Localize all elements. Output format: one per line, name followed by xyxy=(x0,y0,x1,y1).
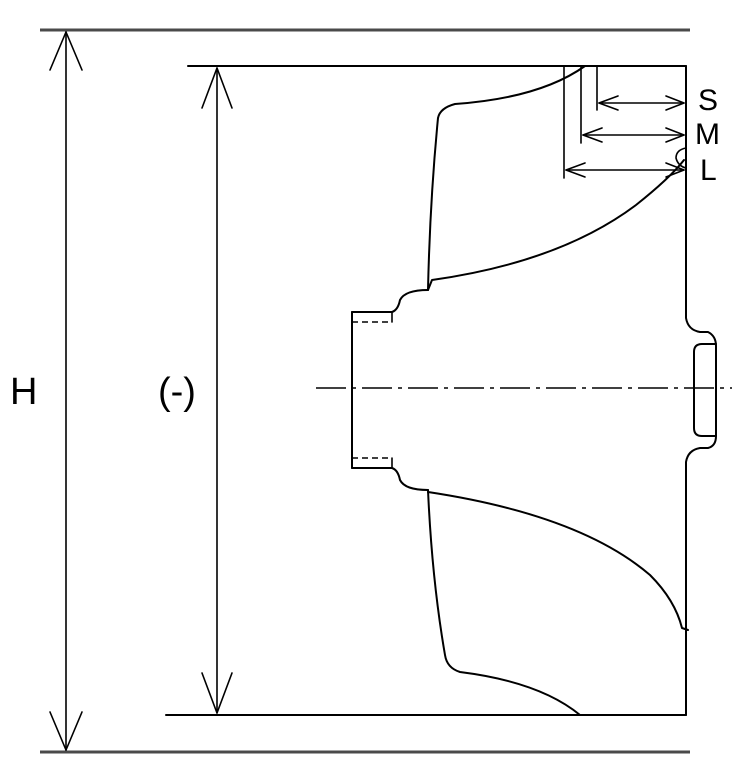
m-dimension xyxy=(580,65,685,144)
impeller-profile xyxy=(351,65,717,716)
l-dimension xyxy=(563,65,685,179)
overall-height-dimension xyxy=(49,31,83,751)
s-dimension xyxy=(596,65,685,111)
m-label: M xyxy=(695,118,720,151)
s-label: S xyxy=(698,84,718,117)
inner-height-label: (-) xyxy=(158,371,196,413)
inner-height-dimension xyxy=(201,67,233,714)
overall-height-label: H xyxy=(10,371,37,413)
l-label: L xyxy=(700,154,717,187)
